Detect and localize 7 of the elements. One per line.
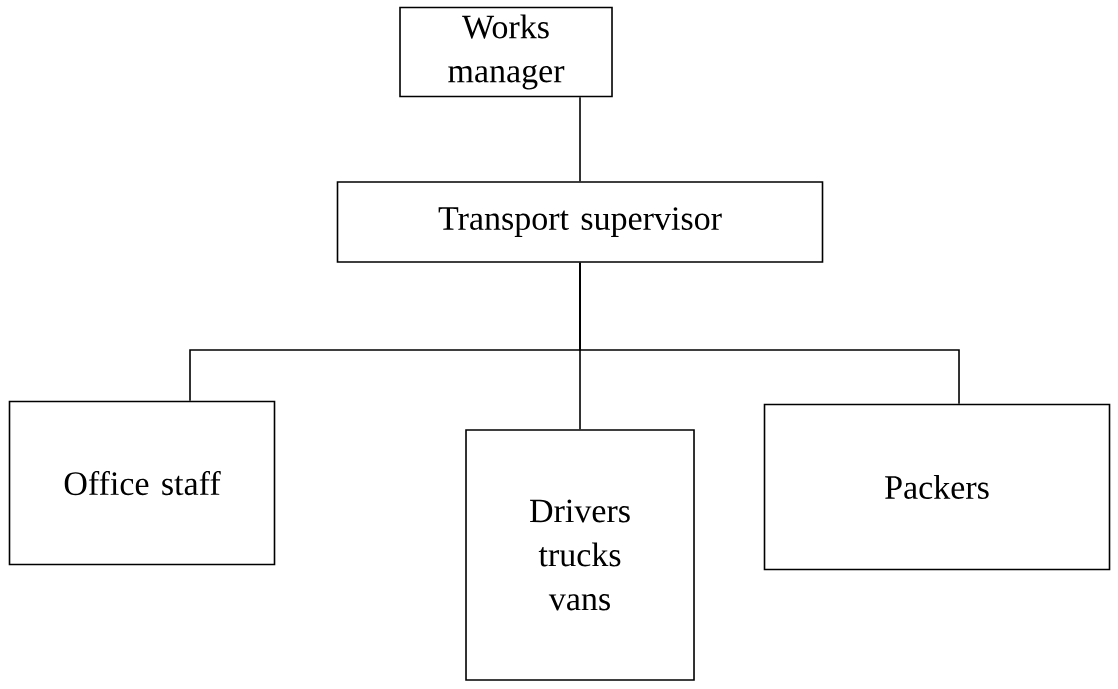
org-box: Works manager — [399, 6, 613, 98]
org-box: Office staff — [8, 400, 276, 566]
org-box: Transport supervisor — [336, 181, 824, 263]
org-box: Drivers trucks vans — [465, 429, 695, 681]
connector-line — [579, 262, 960, 405]
connector-line — [579, 96, 581, 182]
org-box: Packers — [763, 403, 1111, 571]
